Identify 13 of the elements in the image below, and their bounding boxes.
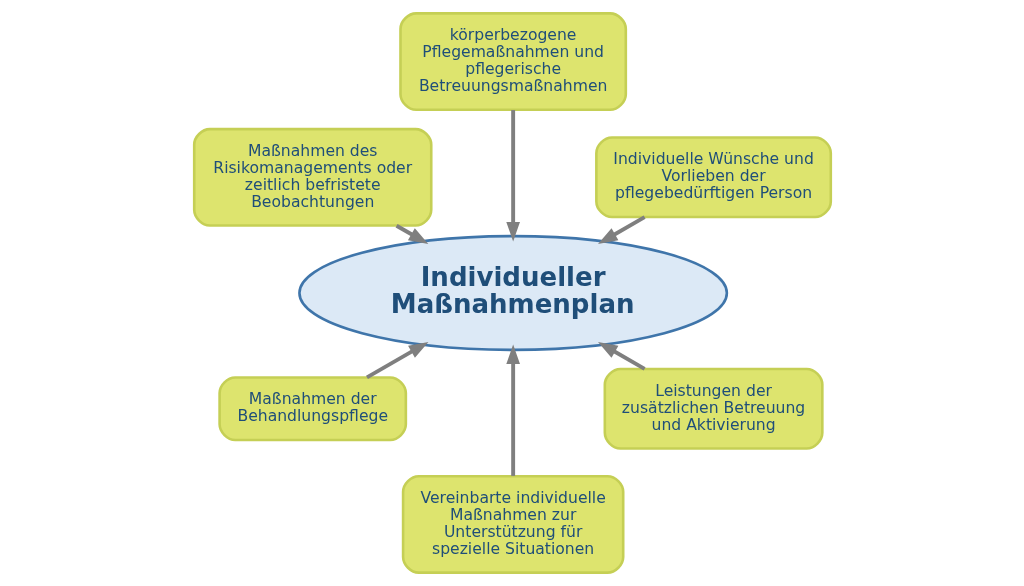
node-box: körperbezogene Pflegemaßnahmen und pflegerische Betreuungsmaßnahmen <box>398 12 627 112</box>
node-box: Individuelle Wünsche und Vorlieben der pflegebedürftigen Person <box>594 136 832 219</box>
arrow <box>395 224 428 244</box>
node-box: Maßnahmen der Behandlungspflege <box>217 376 407 442</box>
arrow <box>597 342 646 371</box>
node-box: Maßnahmen des Risikomanagements oder zeitlich befristete Beobachtungen <box>192 127 433 227</box>
arrow <box>597 215 646 244</box>
arrow <box>505 344 520 476</box>
node-box: Vereinbarte individuelle Maßnahmen zur Unterstützung für spezielle Situationen <box>401 474 624 574</box>
node-box: Leistungen der zusätzlichen Betreuung und Aktivierung <box>603 367 824 450</box>
arrow <box>505 110 520 242</box>
arrow <box>365 341 428 380</box>
node-ellipse: Individueller Maßnahmenplan <box>297 234 728 352</box>
